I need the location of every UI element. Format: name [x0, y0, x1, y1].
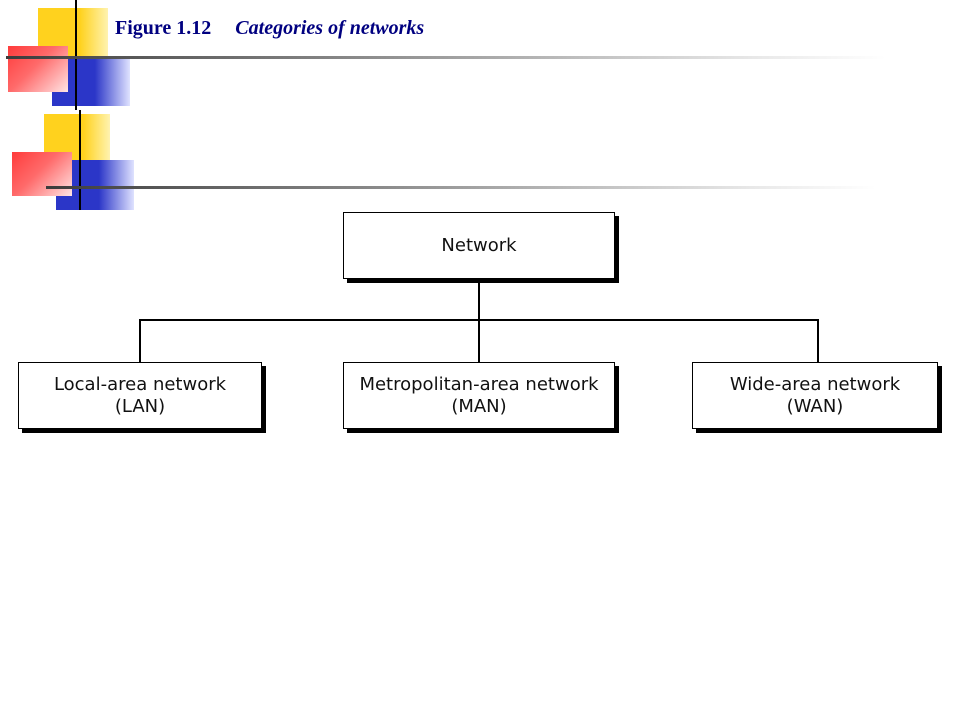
network-root-node: Network [343, 212, 615, 279]
root-stem-line [478, 279, 480, 320]
network-root-label: Network [441, 234, 517, 256]
wan-node: Wide-area network (WAN) [692, 362, 938, 429]
figure-number: Figure 1.12 [115, 17, 212, 39]
figure-title: Figure 1.12 Categories of networks [115, 17, 424, 40]
decor-vertical-line-1 [75, 0, 77, 110]
man-node: Metropolitan-area network (MAN) [343, 362, 615, 429]
wan-abbrev: (WAN) [786, 395, 844, 417]
decor-vertical-line-2 [79, 110, 81, 210]
decor-red-square-1 [8, 46, 68, 92]
decor-horizontal-rule-2 [46, 186, 876, 189]
decor-red-square-2 [12, 152, 72, 196]
decor-horizontal-rule-1 [6, 56, 886, 59]
man-label: Metropolitan-area network [359, 373, 599, 395]
lan-branch-line [139, 320, 141, 362]
lan-abbrev: (LAN) [114, 395, 166, 417]
man-branch-line [478, 320, 480, 362]
lan-label: Local-area network [53, 373, 227, 395]
lan-node: Local-area network (LAN) [18, 362, 262, 429]
figure-caption: Categories of networks [235, 17, 425, 39]
wan-branch-line [817, 320, 819, 362]
wan-label: Wide-area network [729, 373, 901, 395]
man-abbrev: (MAN) [451, 395, 507, 417]
